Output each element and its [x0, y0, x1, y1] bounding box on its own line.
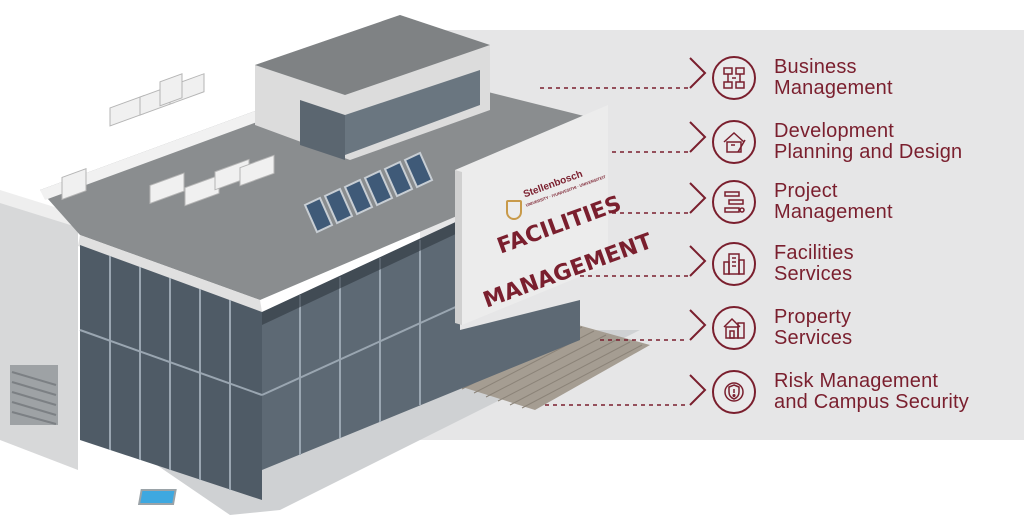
service-property-services: Property Services — [712, 302, 1012, 354]
left-wall — [0, 200, 78, 470]
connector-chevrons — [689, 57, 707, 406]
risk-security-icon — [712, 370, 756, 414]
service-development-planning: Development Planning and Design — [712, 116, 1012, 168]
sign-panel — [455, 105, 608, 325]
pool — [137, 489, 177, 505]
development-planning-icon — [712, 120, 756, 164]
service-project-management: Project Management — [712, 176, 1012, 228]
connector-lines — [540, 87, 688, 406]
property-services-icon — [712, 306, 756, 350]
service-facilities-services: Facilities Services — [712, 238, 1012, 290]
service-label: Development Planning and Design — [774, 120, 963, 163]
project-management-icon — [712, 180, 756, 224]
business-management-icon — [712, 56, 756, 100]
wooden-deck — [440, 320, 650, 410]
service-label: Business Management — [774, 56, 893, 99]
service-label: Property Services — [774, 306, 853, 349]
roof — [40, 65, 600, 300]
service-label: Facilities Services — [774, 242, 854, 285]
service-label: Project Management — [774, 180, 893, 223]
service-risk-security: Risk Management and Campus Security — [712, 366, 1012, 418]
ac-units — [61, 73, 275, 207]
brand-crest-icon — [506, 200, 522, 220]
service-label: Risk Management and Campus Security — [774, 370, 970, 413]
solar-panels — [303, 151, 434, 234]
facilities-services-icon — [712, 242, 756, 286]
service-business-management: Business Management — [712, 52, 1012, 104]
